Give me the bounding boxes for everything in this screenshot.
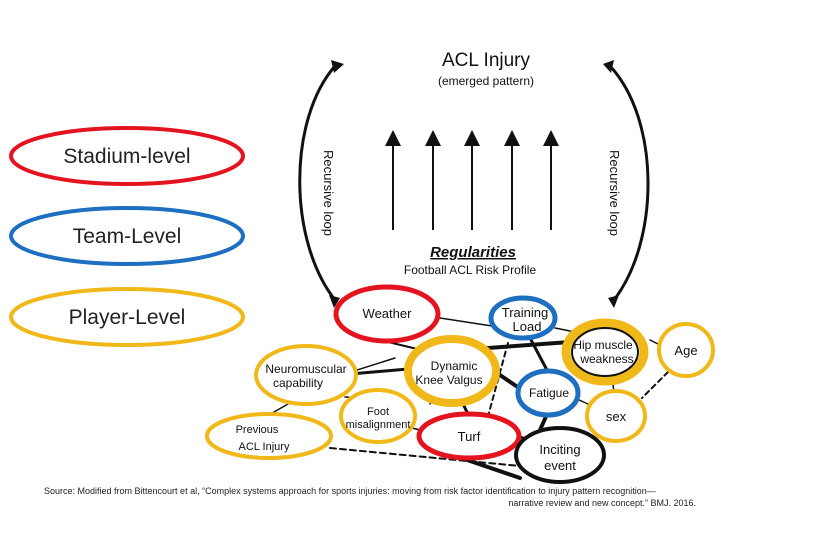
node-inciting-label-1: Inciting: [539, 442, 580, 457]
node-hip-label-2: weakness: [579, 352, 633, 366]
node-prev-label-2: ACL Injury: [239, 441, 290, 453]
nodes: Weather Training Load Hip muscle weaknes…: [205, 284, 715, 484]
loop-arrowhead-right-bottom: [608, 295, 619, 308]
node-fatigue: Fatigue: [515, 368, 581, 418]
link-neuro-valgus: [348, 367, 410, 376]
link-prev-inciting: [329, 447, 521, 467]
node-prev-label-1: Previous: [236, 424, 279, 436]
link-training-fatigue: [528, 336, 550, 374]
recursive-loop-right: Recursive loop: [603, 60, 650, 308]
node-training-label-1: Training: [502, 305, 548, 320]
node-inciting-event: Inciting event: [514, 426, 606, 484]
node-sex-label: sex: [606, 409, 627, 424]
legend-team-label: Team-Level: [73, 225, 182, 248]
node-training-load: Training Load: [488, 295, 558, 341]
node-hip-muscle-weakness: Hip muscle weakness: [561, 318, 649, 386]
source-line-2: narrative review and new concept.” BMJ. …: [508, 498, 696, 508]
regularities-subtitle: Football ACL Risk Profile: [404, 263, 537, 277]
node-sex: sex: [585, 389, 647, 443]
node-dynamic-knee-valgus: Dynamic Knee Valgus: [404, 335, 500, 407]
node-hip-label-1: Hip muscle: [573, 338, 633, 352]
node-weather-label: Weather: [363, 306, 413, 321]
source-citation: Source: Modified from Bittencourt et al,…: [40, 485, 696, 509]
diagram-subtitle: (emerged pattern): [438, 74, 534, 88]
loop-arrowhead-left-bottom: [329, 295, 340, 308]
recursive-loop-left: Recursive loop: [298, 60, 344, 308]
node-age: Age: [657, 322, 715, 378]
link-weather-training: [439, 317, 493, 327]
upward-arrows: [385, 130, 559, 230]
legend-player-label: Player-Level: [69, 306, 186, 329]
node-training-label-2: Load: [513, 319, 542, 334]
legend: Stadium-level Team-Level Player-Level: [9, 126, 245, 347]
link-age-sex: [641, 371, 669, 399]
loop-arrowhead-right-top: [603, 60, 614, 73]
node-foot-label-2: misalignment: [346, 419, 411, 431]
node-foot-misalignment: Foot misalignment: [339, 388, 417, 444]
diagram-title: ACL Injury: [442, 50, 530, 71]
node-neuromuscular-capability: Neuromuscular capability: [254, 344, 358, 406]
legend-stadium-label: Stadium-level: [63, 145, 190, 168]
loop-label-left: Recursive loop: [321, 150, 336, 236]
node-fatigue-label: Fatigue: [529, 386, 569, 400]
loop-arrowhead-left-top: [331, 60, 344, 73]
node-inciting-label-2: event: [544, 458, 576, 473]
loop-label-right: Recursive loop: [607, 150, 622, 236]
legend-stadium: Stadium-level: [9, 126, 245, 186]
regularities-title: Regularities: [430, 244, 516, 261]
legend-player: Player-Level: [9, 287, 245, 347]
node-neuro-label-1: Neuromuscular: [265, 362, 346, 376]
node-age-label: Age: [674, 343, 697, 358]
source-line-1: Source: Modified from Bittencourt et al,…: [44, 486, 656, 496]
node-turf: Turf: [416, 411, 522, 461]
node-previous-acl-injury: Previous ACL Injury: [205, 412, 333, 460]
node-valgus-label-1: Dynamic: [431, 359, 478, 373]
node-valgus-label-2: Knee Valgus: [415, 373, 482, 387]
node-weather: Weather: [333, 284, 441, 344]
node-foot-label-1: Foot: [367, 406, 389, 418]
node-neuro-label-2: capability: [273, 376, 323, 390]
link-valgus-hip: [486, 340, 572, 350]
node-turf-label: Turf: [458, 429, 481, 444]
legend-team: Team-Level: [9, 206, 245, 266]
